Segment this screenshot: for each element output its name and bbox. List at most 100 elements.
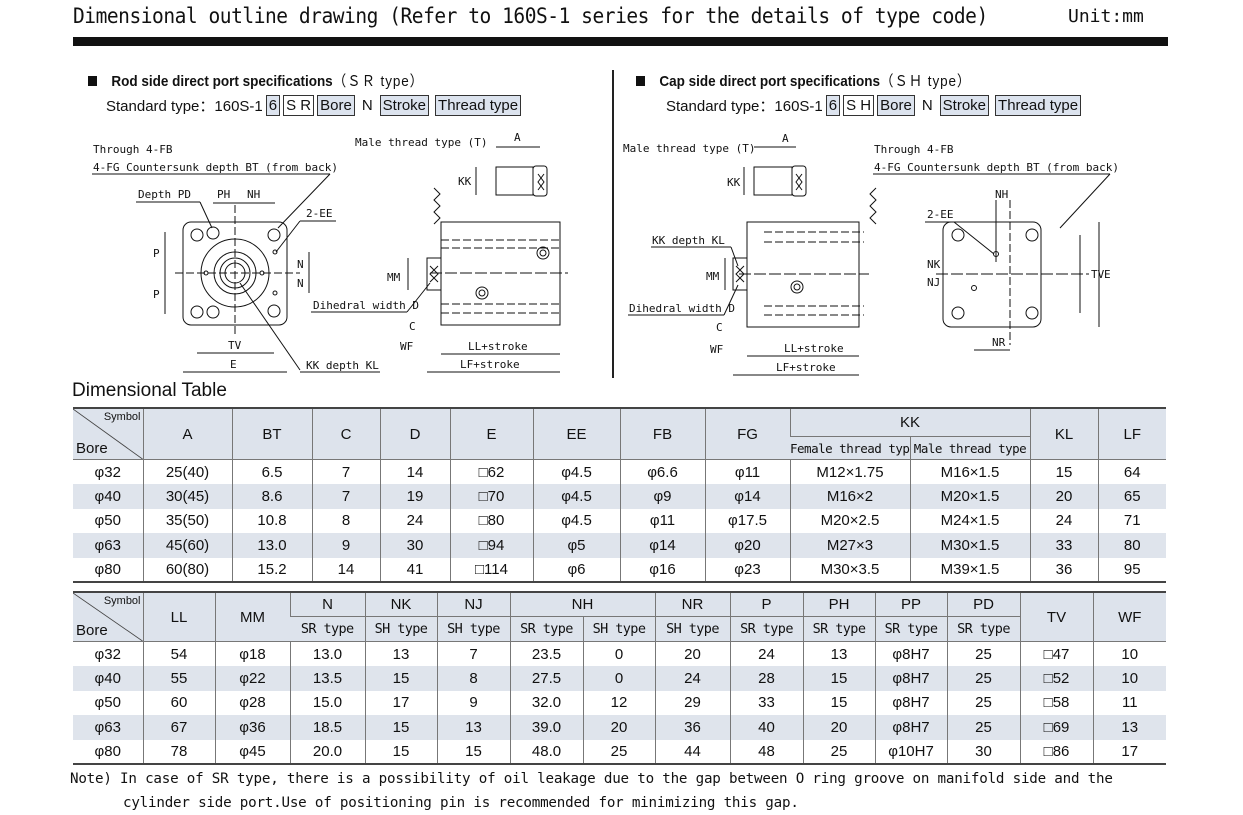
- column-header: MM: [214, 592, 290, 642]
- table-cell: 27.5: [509, 666, 583, 691]
- sub-header: SR type: [509, 616, 583, 642]
- column-header: FG: [704, 408, 790, 460]
- table-cell: 15: [364, 715, 437, 740]
- label: TV: [228, 339, 242, 352]
- sub-header: Female thread type: [790, 436, 910, 460]
- bullet-square-icon: [636, 76, 645, 86]
- code-box: S H: [843, 95, 875, 116]
- label: Male thread type (T): [355, 136, 487, 149]
- table-cell: 33: [1029, 533, 1099, 558]
- label: 4-FG Countersunk depth BT (from back): [874, 161, 1119, 174]
- table-cell: M27×3: [789, 533, 910, 558]
- std-label: Standard type：160S-1: [666, 98, 823, 115]
- table-cell: M39×1.5: [909, 557, 1031, 583]
- code-box: Thread type: [435, 95, 522, 116]
- table-cell: φ36: [214, 715, 290, 740]
- column-header: KK: [789, 408, 1031, 438]
- table-cell: 15: [436, 739, 510, 765]
- table-cell: φ8H7: [874, 690, 948, 716]
- bore-cell: φ32: [94, 463, 121, 481]
- table-cell: 48: [729, 739, 804, 765]
- code-box: Thread type: [995, 95, 1082, 116]
- table-cell: 10: [1092, 666, 1167, 691]
- table-cell: 15.0: [289, 690, 365, 716]
- table-cell: M30×1.5: [909, 533, 1031, 558]
- column-header: KL: [1029, 408, 1099, 460]
- table-cell: φ4.5: [532, 484, 620, 509]
- table-cell: φ8H7: [874, 641, 948, 667]
- label: Through 4-FB: [874, 143, 954, 156]
- label: Depth PD: [138, 188, 191, 201]
- table-cell: 15: [802, 666, 876, 691]
- table-cell: 20: [1029, 484, 1099, 509]
- column-header: LL: [142, 592, 215, 642]
- table-cell: φ28: [214, 690, 290, 716]
- label: NR: [992, 336, 1006, 349]
- table-cell: 64: [1097, 459, 1167, 485]
- sub-header: SR type: [729, 616, 804, 642]
- label: Through 4-FB: [93, 143, 173, 156]
- table-cell: 12: [582, 690, 656, 716]
- table-cell: M16×1.5: [909, 459, 1031, 485]
- table-cell: 80: [1097, 533, 1167, 558]
- table-cell: 17: [364, 690, 437, 716]
- column-header: N: [289, 592, 365, 618]
- sr-outline-drawing: Through 4-FB 4-FG Countersunk depth BT (…: [92, 131, 568, 373]
- column-header: PD: [946, 592, 1021, 618]
- table-cell: 11: [1092, 690, 1167, 716]
- label: E: [1104, 268, 1111, 281]
- label: LL+stroke: [468, 340, 528, 353]
- table-cell: 30: [379, 533, 450, 558]
- table-cell: □94: [449, 533, 533, 558]
- table-cell: 23.5: [509, 641, 583, 667]
- note-line: cylinder side port.Use of positioning pi…: [123, 795, 799, 811]
- label: A: [782, 132, 789, 145]
- bore-cell: φ80: [94, 743, 121, 761]
- std-label: Standard type：160S-1: [106, 98, 263, 115]
- code-box: 6: [265, 95, 281, 116]
- table-cell: 13: [802, 641, 876, 667]
- table-cell: φ17.5: [704, 508, 790, 534]
- table-cell: 55: [142, 666, 215, 691]
- sr-type-tag: （ＳＲ type）: [332, 73, 425, 90]
- table-cell: 15: [364, 666, 437, 691]
- column-header: D: [379, 408, 450, 460]
- section-divider: [612, 70, 614, 378]
- column-header: PH: [802, 592, 876, 618]
- table-cell: 10: [1092, 641, 1167, 667]
- table-cell: 41: [379, 557, 450, 583]
- label: WF: [710, 343, 723, 356]
- table-cell: M20×2.5: [789, 508, 910, 534]
- bore-cell: φ32: [94, 645, 121, 663]
- table-cell: φ22: [214, 666, 290, 691]
- column-header: C: [311, 408, 380, 460]
- table-cell: 7: [436, 641, 510, 667]
- table-cell: 20: [654, 641, 731, 667]
- table-cell: 67: [142, 715, 215, 740]
- table-cell: □69: [1019, 715, 1094, 740]
- table-cell: 30(45): [142, 484, 232, 509]
- label: NH: [247, 188, 260, 201]
- code-box: Stroke: [939, 95, 990, 116]
- column-header: BT: [231, 408, 312, 460]
- table-cell: □47: [1019, 641, 1094, 667]
- label: TV: [1091, 268, 1105, 281]
- title-divider: [73, 37, 1168, 46]
- column-header: EE: [532, 408, 620, 460]
- label: C: [716, 321, 723, 334]
- table-cell: φ8H7: [874, 715, 948, 740]
- label: N: [297, 258, 304, 271]
- table-cell: M30×3.5: [789, 557, 910, 583]
- table-cell: 8: [311, 508, 380, 534]
- label: C: [409, 320, 416, 333]
- code-letter: N: [921, 97, 933, 114]
- table-cell: 6.5: [231, 459, 312, 485]
- table-cell: 25: [802, 739, 876, 765]
- sub-header: SR type: [946, 616, 1021, 642]
- table-cell: 48.0: [509, 739, 583, 765]
- code-box: 6: [825, 95, 841, 116]
- symbol-label: Symbol: [103, 595, 141, 607]
